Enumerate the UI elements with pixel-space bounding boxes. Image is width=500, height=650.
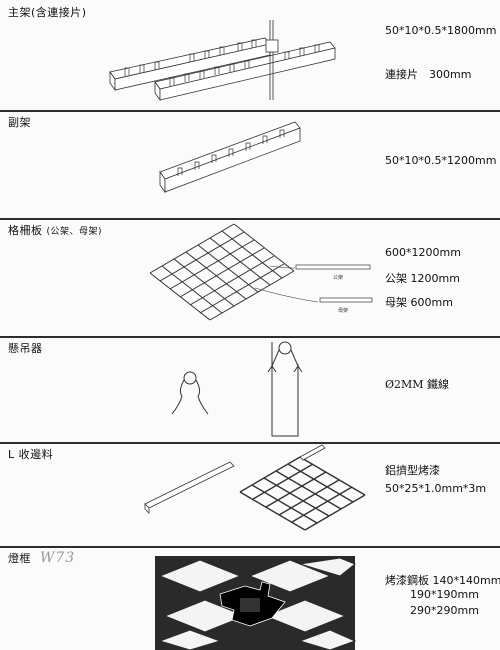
section-main-frame: 主架(含連接片) 50*10*0.5*1800mm <box>0 0 500 112</box>
main-frame-drawing <box>109 20 336 102</box>
spec-size: 50*10*0.5*1200mm <box>385 154 497 167</box>
section-hanger: 懸吊器 Ø2MM 鐵線 <box>0 336 500 444</box>
spec-connector: 連接片 300mm <box>385 68 472 81</box>
sub-frame-drawing <box>159 121 301 194</box>
male-rail-label: 公架 <box>333 275 344 281</box>
section-title-text: 格柵板 <box>8 224 43 237</box>
female-rail-label: 母架 <box>338 308 349 314</box>
section-title: 格柵板 (公架、母架) <box>8 222 102 238</box>
section-title: L 收邊料 <box>8 448 54 461</box>
section-title: 燈框 <box>8 552 31 565</box>
section-light-frame: 燈框 W73 烤漆鋼板 140*140mm 190*190mm 290*290m… <box>0 546 500 650</box>
section-title: 主架(含連接片) <box>8 6 87 19</box>
section-sub-frame: 副架 50*10*0.5*1200mm <box>0 110 500 220</box>
spec-size-large: 290*290mm <box>410 604 479 617</box>
section-grid-panel: 格柵板 (公架、母架) <box>0 218 500 338</box>
spec-material-size: 烤漆鋼板 140*140mm <box>385 574 500 587</box>
section-title: 副架 <box>8 116 31 129</box>
light-frame-drawing <box>155 556 357 650</box>
spec-size-medium: 190*190mm <box>410 588 479 601</box>
grid-panel-drawing <box>149 223 373 321</box>
spec-size: 50*25*1.0mm*3m <box>385 482 487 495</box>
l-trim-drawing <box>144 444 366 531</box>
handwritten-note: W73 <box>40 550 76 566</box>
spec-size: 600*1200mm <box>385 246 461 259</box>
spec-size: 50*10*0.5*1800mm <box>385 24 497 37</box>
spec-wire: Ø2MM 鐵線 <box>385 378 450 391</box>
section-subtitle: (公架、母架) <box>46 227 103 237</box>
spec-material: 鋁擠型烤漆 <box>385 464 440 477</box>
hanger-drawing <box>171 341 303 437</box>
section-title: 懸吊器 <box>8 342 43 355</box>
spec-male-rail: 公架 1200mm <box>385 272 460 285</box>
section-l-trim: L 收邊料 鋁擠型烤漆 50*25*1.0mm*3m <box>0 442 500 548</box>
spec-female-rail: 母架 600mm <box>385 296 453 309</box>
